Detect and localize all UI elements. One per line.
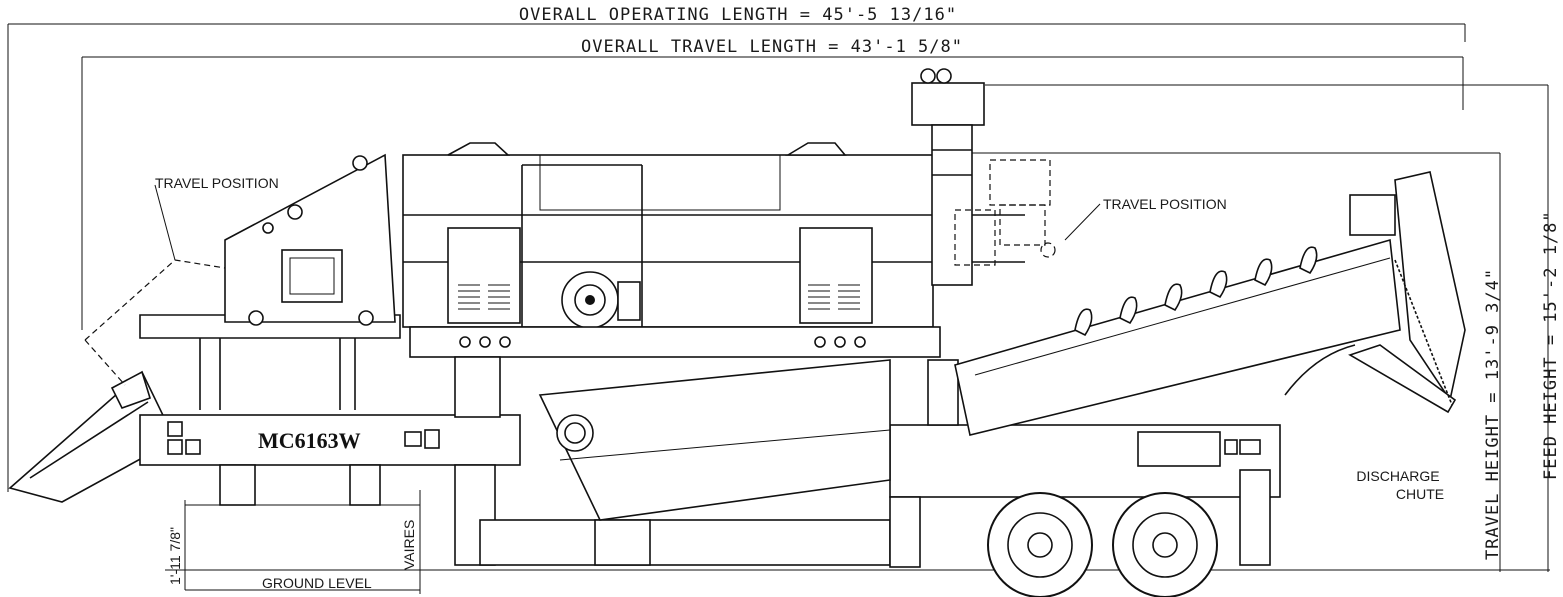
ground-level-label: GROUND LEVEL <box>262 575 372 591</box>
dimension-lines <box>7 23 1550 594</box>
tower <box>911 68 985 426</box>
overall-operating-length-label: OVERALL OPERATING LENGTH = 45'-5 13/16" <box>519 5 957 25</box>
screen-box <box>402 142 1025 418</box>
lower-screen-deck <box>538 359 891 521</box>
varies-label: VAIRES <box>401 520 417 570</box>
feed-hopper <box>8 153 401 503</box>
travel-position-label-left: TRAVEL POSITION <box>155 175 279 191</box>
discharge-chute-label-line2: CHUTE <box>1396 486 1444 502</box>
ground-clearance-label: 1'-11 7/8" <box>167 527 183 585</box>
discharge-chute-label-line1: DISCHARGE <box>1356 468 1439 484</box>
travel-position-label-right: TRAVEL POSITION <box>1103 196 1227 212</box>
chassis <box>139 414 1281 568</box>
model-label: MC6163W <box>258 428 361 453</box>
travel-position-outline-left <box>84 184 226 386</box>
feed-height-label: FEED HEIGHT = 15'-2 1/8" <box>1541 210 1561 480</box>
travel-position-outline-right <box>954 159 1101 266</box>
travel-height-label: TRAVEL HEIGHT = 13'-9 3/4" <box>1483 268 1503 560</box>
screw-conveyor <box>954 171 1466 436</box>
wheels <box>987 492 1218 597</box>
overall-travel-length-label: OVERALL TRAVEL LENGTH = 43'-1 5/8" <box>581 37 963 57</box>
